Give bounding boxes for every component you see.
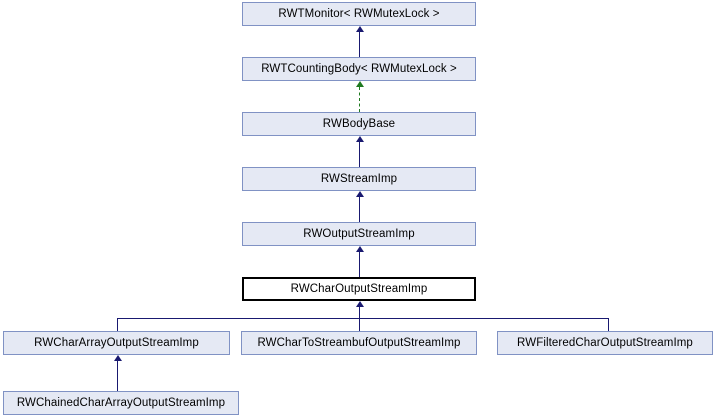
class-node-label: RWOutputStreamImp [303, 228, 415, 240]
class-node-rwtcountingbody[interactable]: RWTCountingBody< RWMutexLock > [242, 57, 476, 81]
class-node-label: RWCharOutputStreamImp [290, 283, 428, 295]
class-node-label: RWFilteredCharOutputStreamImp [517, 337, 693, 349]
edge-bus-stem-to-rwcharoutputstreamimp [359, 307, 360, 318]
class-node-label: RWCharToStreambufOutputStreamImp [257, 337, 461, 349]
class-node-rwchararrayoutputstreamimp[interactable]: RWCharArrayOutputStreamImp [3, 331, 230, 355]
arrowhead-rwcharoutputstreamimp [356, 301, 364, 307]
edge-bus-to-rwchartostreambufoutputstreamimp [359, 318, 360, 331]
class-node-rwchainedchararrayoutputstreamimp[interactable]: RWChainedCharArrayOutputStreamImp [3, 391, 239, 415]
class-node-label: RWTMonitor< RWMutexLock > [278, 8, 440, 20]
edge-rwcharoutputstreamimp-to-rwoutputstreamimp [359, 252, 360, 277]
arrowhead-rwbodybase [356, 136, 364, 142]
class-node-rwstreamimp[interactable]: RWStreamImp [242, 167, 476, 191]
class-node-label: RWStreamImp [320, 173, 398, 185]
edge-rwchainedchararrayoutputstreamimp-to-rwchararrayoutputstreamimp [117, 361, 118, 391]
class-node-rwfilteredcharoutputstreamimp[interactable]: RWFilteredCharOutputStreamImp [497, 331, 713, 355]
arrowhead-rwchararrayoutputstreamimp [114, 355, 122, 361]
class-node-label: RWTCountingBody< RWMutexLock > [261, 63, 457, 75]
class-node-label: RWBodyBase [322, 118, 396, 130]
edge-rwbodybase-to-rwtcountingbody [359, 87, 360, 112]
class-node-rwoutputstreamimp[interactable]: RWOutputStreamImp [242, 222, 476, 246]
class-node-label: RWChainedCharArrayOutputStreamImp [16, 397, 226, 409]
edge-bus-to-rwchararrayoutputstreamimp [117, 318, 118, 331]
class-node-rwtmonitor[interactable]: RWTMonitor< RWMutexLock > [242, 2, 476, 26]
edge-rwoutputstreamimp-to-rwstreamimp [359, 197, 360, 222]
edge-rwstreamimp-to-rwbodybase [359, 142, 360, 167]
class-node-rwbodybase[interactable]: RWBodyBase [242, 112, 476, 136]
class-node-rwcharoutputstreamimp[interactable]: RWCharOutputStreamImp [242, 277, 476, 301]
arrowhead-rwoutputstreamimp [356, 246, 364, 252]
edge-bus-to-rwfilteredcharoutputstreamimp [608, 318, 609, 331]
edge-subclass-bus [117, 318, 609, 319]
class-node-label: RWCharArrayOutputStreamImp [34, 337, 199, 349]
arrowhead-rwtmonitor [356, 26, 364, 32]
arrowhead-rwstreamimp [356, 191, 364, 197]
edge-rwtcountingbody-to-rwtmonitor [359, 32, 360, 57]
arrowhead-rwtcountingbody [356, 81, 364, 87]
class-node-rwchartostreambufoutputstreamimp[interactable]: RWCharToStreambufOutputStreamImp [241, 331, 477, 355]
